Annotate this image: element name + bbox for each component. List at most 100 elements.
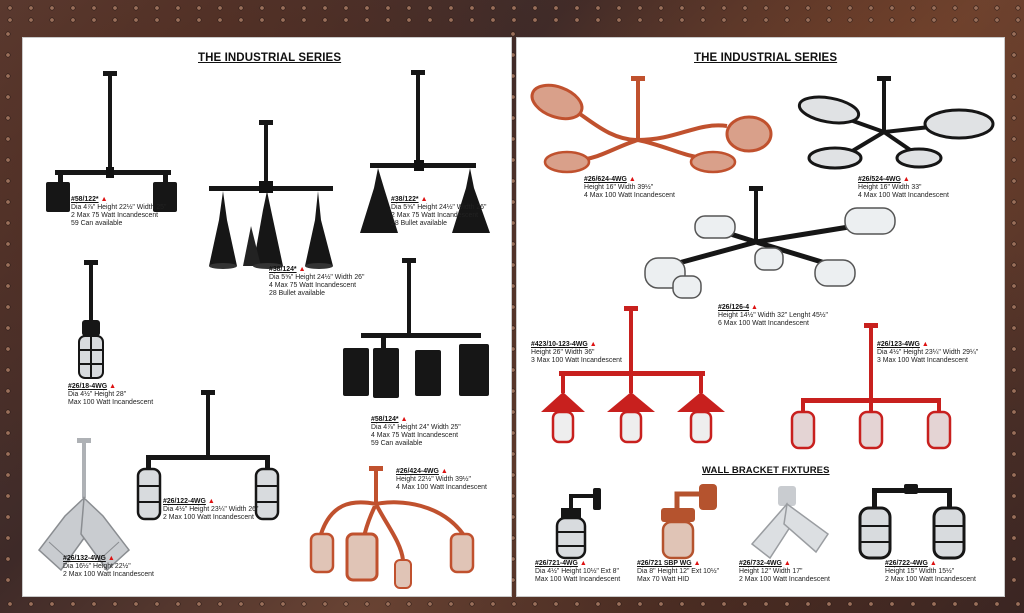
- rivet: [553, 601, 559, 607]
- caption-26-722: #26/722-4WG▲ Height 15" Width 15½" 2 Max…: [885, 560, 976, 584]
- rivet: [931, 5, 937, 11]
- model-number[interactable]: #38/122*: [391, 196, 419, 203]
- caption-26-721-sbp: #26/721 SBP WG▲ Dia 8" Height 12" Ext 10…: [637, 560, 719, 584]
- model-number[interactable]: #58/124*: [371, 416, 399, 423]
- model-number[interactable]: #38/124*: [269, 266, 297, 273]
- model-number[interactable]: #26/126-4: [718, 304, 750, 311]
- rivet: [217, 601, 223, 607]
- rivet: [763, 17, 769, 23]
- new-triangle-icon: ▲: [693, 560, 701, 567]
- rivet: [469, 601, 475, 607]
- rivet: [868, 5, 874, 11]
- rivet: [385, 601, 391, 607]
- rivet: [175, 17, 181, 23]
- rivet: [280, 5, 286, 11]
- rivet: [5, 304, 11, 310]
- new-triangle-icon: ▲: [207, 498, 215, 505]
- rivet: [1011, 430, 1017, 436]
- fixture-26-624-image: [530, 76, 773, 174]
- rivet: [1011, 514, 1017, 520]
- model-number[interactable]: #58/122*: [71, 196, 99, 203]
- rivet: [721, 17, 727, 23]
- rivet: [1011, 283, 1017, 289]
- model-number[interactable]: #26/722-4WG: [885, 560, 928, 567]
- rivet: [133, 5, 139, 11]
- model-number[interactable]: #26/524-4WG: [858, 176, 901, 183]
- rivet: [595, 5, 601, 11]
- fixture-26-524-image: [797, 76, 995, 170]
- spec-line: 28 Bullet available: [391, 220, 447, 228]
- rivet: [5, 493, 11, 499]
- caption-26-624: #26/624-4WG▲ Height 16" Width 39½" 4 Max…: [584, 176, 675, 200]
- rivet: [259, 17, 265, 23]
- rivet: [490, 5, 496, 11]
- rivet: [868, 17, 874, 23]
- rivet: [805, 601, 811, 607]
- rivet: [595, 17, 601, 23]
- rivet: [1011, 115, 1017, 121]
- rivet: [154, 17, 160, 23]
- rivet: [5, 94, 11, 100]
- rivet: [28, 17, 34, 23]
- rivet: [1011, 409, 1017, 415]
- rivet: [343, 17, 349, 23]
- rivet: [385, 5, 391, 11]
- rivet: [658, 17, 664, 23]
- model-number[interactable]: #26/424-4WG: [396, 468, 439, 475]
- rivet: [910, 5, 916, 11]
- rivet: [721, 601, 727, 607]
- rivet: [637, 601, 643, 607]
- rivet: [910, 601, 916, 607]
- rivet: [5, 73, 11, 79]
- rivet: [406, 17, 412, 23]
- spec-line: Height 26" Width 36": [531, 349, 595, 357]
- rivet: [5, 262, 11, 268]
- rivet: [658, 5, 664, 11]
- rivet: [5, 367, 11, 373]
- new-triangle-icon: ▲: [579, 560, 587, 567]
- rivet: [1011, 556, 1017, 562]
- rivet: [427, 5, 433, 11]
- rivet: [1011, 262, 1017, 268]
- fixture-38-124-image: [209, 120, 333, 269]
- rivet: [889, 17, 895, 23]
- model-number[interactable]: #26/721 SBP WG: [637, 560, 692, 567]
- rivet: [5, 199, 11, 205]
- spec-line: Max 100 Watt Incandescent: [68, 399, 154, 407]
- rivet: [5, 115, 11, 121]
- rivet: [238, 17, 244, 23]
- rivet: [952, 17, 958, 23]
- rivet: [784, 17, 790, 23]
- rivet: [133, 601, 139, 607]
- spec-line: 2 Max 75 Watt Incandescent: [391, 212, 479, 220]
- model-number[interactable]: #26/18-4WG: [68, 383, 108, 390]
- model-number[interactable]: #26/732-4WG: [739, 560, 782, 567]
- spec-line: 2 Max 100 Watt Incandescent: [163, 514, 254, 522]
- spec-line: Dia 4½" Height 28": [68, 391, 127, 399]
- caption-26-721: #26/721-4WG▲ Dia 4½" Height 10½" Ext 8" …: [535, 560, 620, 584]
- rivet: [364, 601, 370, 607]
- fixture-58-122-image: [46, 71, 177, 212]
- rivet: [784, 5, 790, 11]
- new-triangle-icon: ▲: [921, 341, 929, 348]
- rivet: [469, 5, 475, 11]
- new-triangle-icon: ▲: [440, 468, 448, 475]
- new-triangle-icon: ▲: [589, 341, 597, 348]
- rivet: [574, 601, 580, 607]
- spec-line: Max 70 Watt HID: [637, 576, 690, 584]
- model-number[interactable]: #26/721-4WG: [535, 560, 578, 567]
- rivet: [259, 601, 265, 607]
- rivet: [5, 409, 11, 415]
- model-number[interactable]: #26/132-4WG: [63, 555, 106, 562]
- model-number[interactable]: #26/123-4WG: [877, 341, 920, 348]
- wall-bracket-heading: WALL BRACKET FIXTURES: [702, 465, 830, 476]
- model-number[interactable]: #423/10-123-4WG: [531, 341, 588, 348]
- rivet: [5, 283, 11, 289]
- model-number[interactable]: #26/624-4WG: [584, 176, 627, 183]
- rivet: [196, 17, 202, 23]
- fixture-26-722-image: [858, 484, 966, 560]
- rivet: [5, 178, 11, 184]
- rivet: [217, 17, 223, 23]
- rivet: [595, 601, 601, 607]
- model-number[interactable]: #26/122-4WG: [163, 498, 206, 505]
